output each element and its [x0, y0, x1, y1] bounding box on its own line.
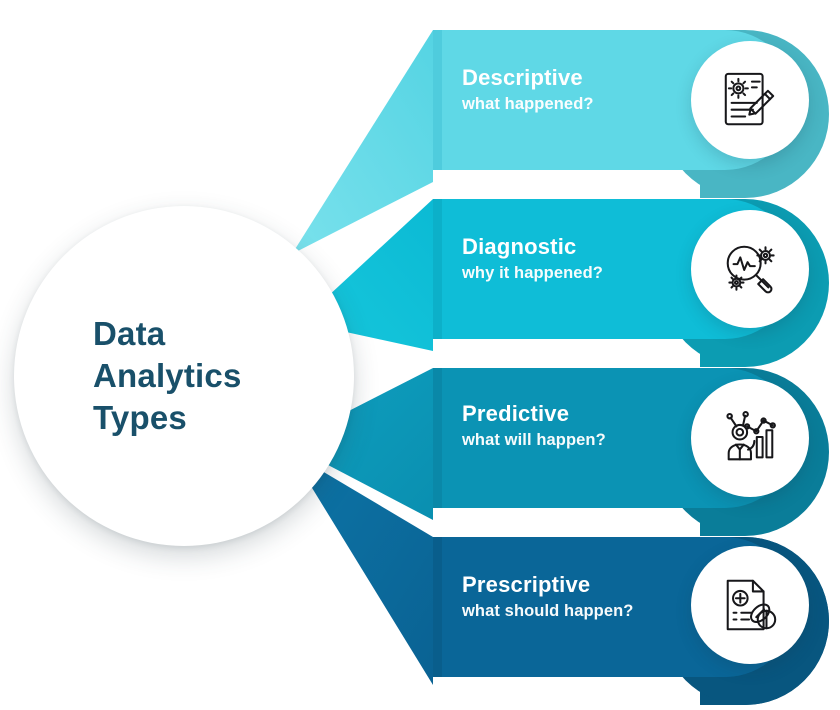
icon-bubble-prescriptive[interactable] [691, 546, 809, 664]
icon-bubble-diagnostic[interactable] [691, 210, 809, 328]
icon-bubble-descriptive[interactable] [691, 41, 809, 159]
prescription-pills-icon [726, 579, 777, 631]
band-subtitle-prescriptive: what should happen? [462, 602, 634, 621]
magnifier-pulse-gears-icon [726, 245, 775, 294]
band-subtitle-predictive: what will happen? [462, 431, 606, 450]
analyst-forecast-chart-icon [726, 411, 776, 461]
band-title-diagnostic: Diagnostic [462, 234, 577, 259]
band-label-predictive[interactable]: Predictive what will happen? [462, 401, 606, 450]
icon-bubble-predictive[interactable] [691, 379, 809, 497]
band-label-descriptive[interactable]: Descriptive what happened? [462, 65, 594, 114]
band-subtitle-diagnostic: why it happened? [462, 264, 603, 283]
band-subtitle-descriptive: what happened? [462, 95, 594, 114]
center-hub: Data Analytics Types [14, 206, 354, 546]
band-title-descriptive: Descriptive [462, 65, 583, 90]
band-title-prescriptive: Prescriptive [462, 572, 591, 597]
page-title: Data Analytics Types [93, 314, 242, 437]
band-title-predictive: Predictive [462, 401, 570, 426]
band-label-prescriptive[interactable]: Prescriptive what should happen? [462, 572, 634, 621]
band-label-diagnostic[interactable]: Diagnostic why it happened? [462, 234, 603, 283]
document-gear-pencil-icon [724, 72, 775, 126]
